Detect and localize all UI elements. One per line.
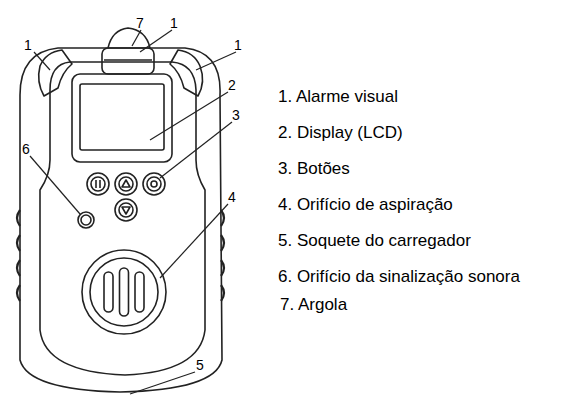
buzzer-hole-inner	[81, 215, 91, 225]
grip-ridge	[17, 210, 20, 226]
legend-item: 3. Botões	[278, 160, 350, 179]
housing-outline	[20, 48, 222, 392]
aspiration-slot	[104, 272, 113, 312]
grip-ridge	[221, 235, 224, 251]
button-symbol	[122, 207, 130, 214]
callout-number: 5	[196, 358, 204, 373]
legend-item: 6. Orifício da sinalização sonora	[278, 268, 520, 287]
right-alarm-lens	[170, 50, 203, 96]
grip-ridge	[221, 285, 224, 301]
callout-number: 3	[232, 108, 240, 123]
aspiration-orifice-inner	[90, 258, 158, 326]
lcd-frame	[72, 74, 172, 162]
aspiration-slot	[135, 272, 144, 312]
button-symbol	[151, 181, 157, 187]
grip-ridge	[221, 260, 224, 276]
buzzer-hole	[78, 212, 94, 228]
lcd-screen	[80, 84, 164, 150]
button-inner	[147, 177, 161, 191]
callout-number: 1	[234, 38, 242, 53]
aspiration-slot	[120, 268, 129, 316]
inner-body	[40, 62, 205, 375]
button	[115, 199, 137, 221]
legend-item: 4. Orifício de aspiração	[278, 196, 453, 215]
top-alarm-line	[104, 59, 152, 61]
grip-ridge	[17, 235, 20, 251]
grip-ridge	[17, 260, 20, 276]
legend-item: 5. Soquete do carregador	[278, 232, 471, 251]
top-alarm	[102, 48, 154, 74]
callout-number: 6	[22, 142, 30, 157]
button-inner	[91, 177, 105, 191]
callout-number: 1	[170, 16, 178, 31]
left-alarm-lens	[39, 50, 72, 96]
callout-number: 7	[136, 16, 144, 31]
legend-item: 2. Display (LCD)	[278, 124, 403, 143]
button	[115, 173, 137, 195]
button	[87, 173, 109, 195]
grip-ridge	[17, 285, 20, 301]
button-symbol	[95, 180, 97, 188]
callout-number: 4	[228, 190, 236, 205]
grip-ridge	[221, 210, 224, 226]
button-symbol	[122, 180, 130, 187]
button-inner	[119, 203, 133, 217]
legend-item: 7. Argola	[280, 296, 347, 315]
callout-number: 2	[228, 78, 236, 93]
button-symbol	[99, 180, 101, 188]
button-inner	[119, 177, 133, 191]
aspiration-orifice	[82, 250, 166, 334]
legend-item: 1. Alarme visual	[278, 88, 398, 107]
leader-lines	[30, 30, 236, 394]
callout-number: 1	[24, 38, 32, 53]
